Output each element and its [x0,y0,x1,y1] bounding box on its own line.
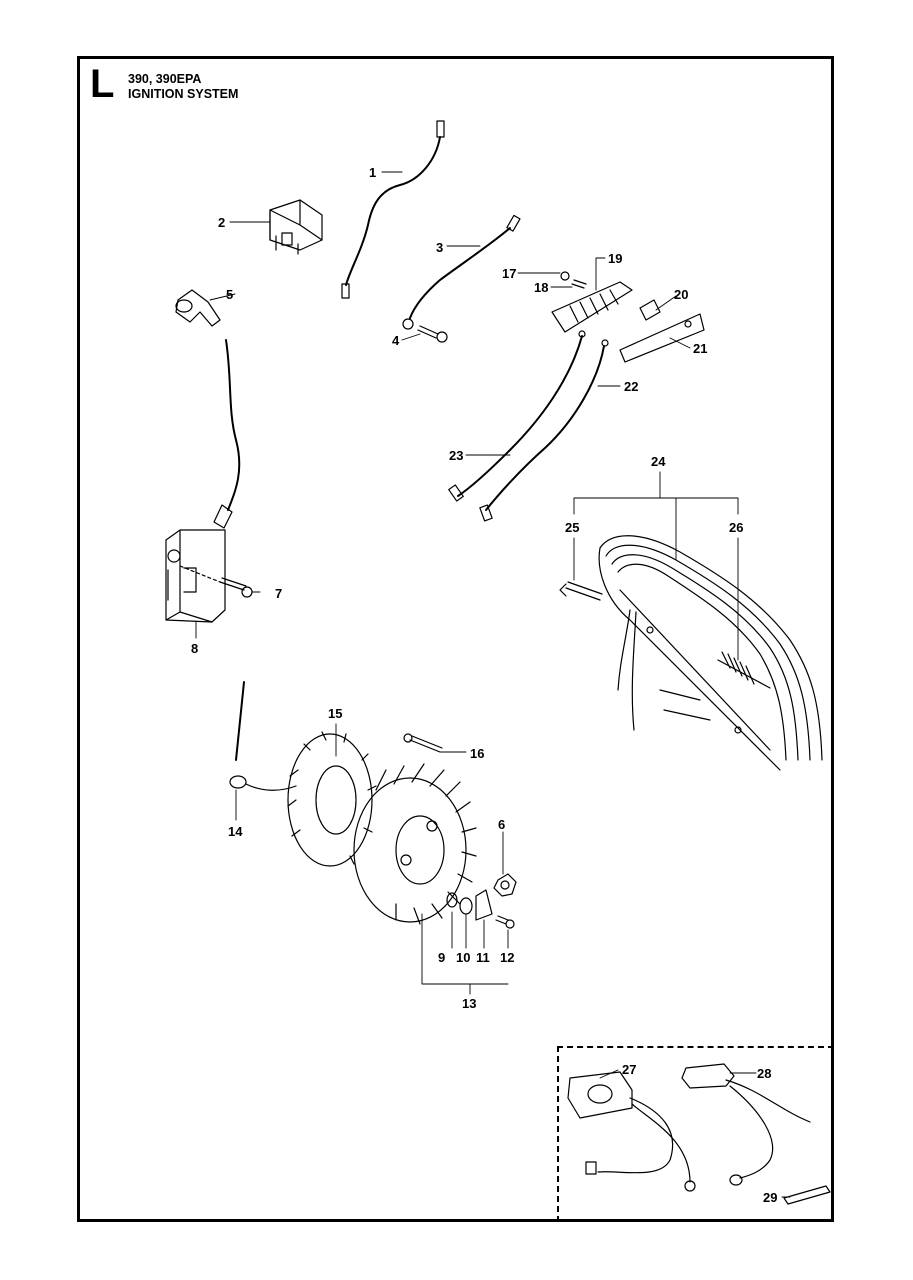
callout-22: 22 [624,379,638,394]
part-3-short-circuit-cable [402,214,521,330]
callout-21: 21 [693,341,707,356]
section-letter: L [90,62,115,106]
callout-4: 4 [392,333,400,348]
callout-labels: 1 2 3 4 5 6 7 8 9 10 11 12 13 14 15 16 1… [191,165,777,1205]
callout-28: 28 [757,1066,771,1081]
callout-9: 9 [438,950,445,965]
callout-15: 15 [328,706,342,721]
model-numbers: 390, 390EPA [128,72,202,86]
callout-16: 16 [470,746,484,761]
part-18-screw [571,279,587,289]
callout-18: 18 [534,280,548,295]
callout-6: 6 [498,817,505,832]
callout-19: 19 [608,251,622,266]
callout-7: 7 [275,586,282,601]
part-21-plate [619,313,705,363]
part-27-ignition-module-alt [567,1071,696,1192]
callout-27: 27 [622,1062,636,1077]
part-24-handle-assembly [598,535,823,771]
callout-24: 24 [651,454,666,469]
part-4-screw [417,325,448,343]
part-17-nut [560,271,570,281]
part-24-cables [617,609,711,731]
part-20-pin [639,299,661,321]
part-8-ignition-module [165,339,241,623]
part-19-plate [551,281,633,333]
callout-1: 1 [369,165,376,180]
leader-lines [195,171,791,1198]
callout-5: 5 [226,287,233,302]
part-15-stator [287,731,377,867]
part-22-23-cables [448,330,609,522]
part-1-short-cable [341,120,445,299]
callout-17: 17 [502,266,516,281]
callout-23: 23 [449,448,463,463]
callout-25: 25 [565,520,579,535]
part-2-stop-switch [269,199,323,255]
callout-13: 13 [462,996,476,1011]
part-11-pawl [475,889,493,921]
part-26-spring [717,651,771,689]
diagram-frame [77,56,834,1222]
part-9-washer [446,892,458,908]
callout-8: 8 [191,641,198,656]
part-16-screw [403,733,443,753]
callout-26: 26 [729,520,743,535]
callout-12: 12 [500,950,514,965]
callout-11: 11 [476,950,490,965]
part-28-module-alt [681,1063,811,1186]
callout-3: 3 [436,240,443,255]
part-12-screw [495,915,515,929]
callout-14: 14 [228,824,243,839]
part-6-nut [493,873,517,897]
part-14-grommet [229,681,297,791]
flywheel [353,763,477,925]
diagram-title: IGNITION SYSTEM [128,87,239,101]
part-5-spark-plug-cap [175,289,221,327]
part-25-screw [559,581,603,601]
part-29-clip [783,1185,831,1205]
part-10-washer [459,897,473,915]
callout-29: 29 [763,1190,777,1205]
callout-10: 10 [456,950,470,965]
callout-2: 2 [218,215,225,230]
alternative-parts-inset [557,1046,834,1222]
callout-20: 20 [674,287,688,302]
